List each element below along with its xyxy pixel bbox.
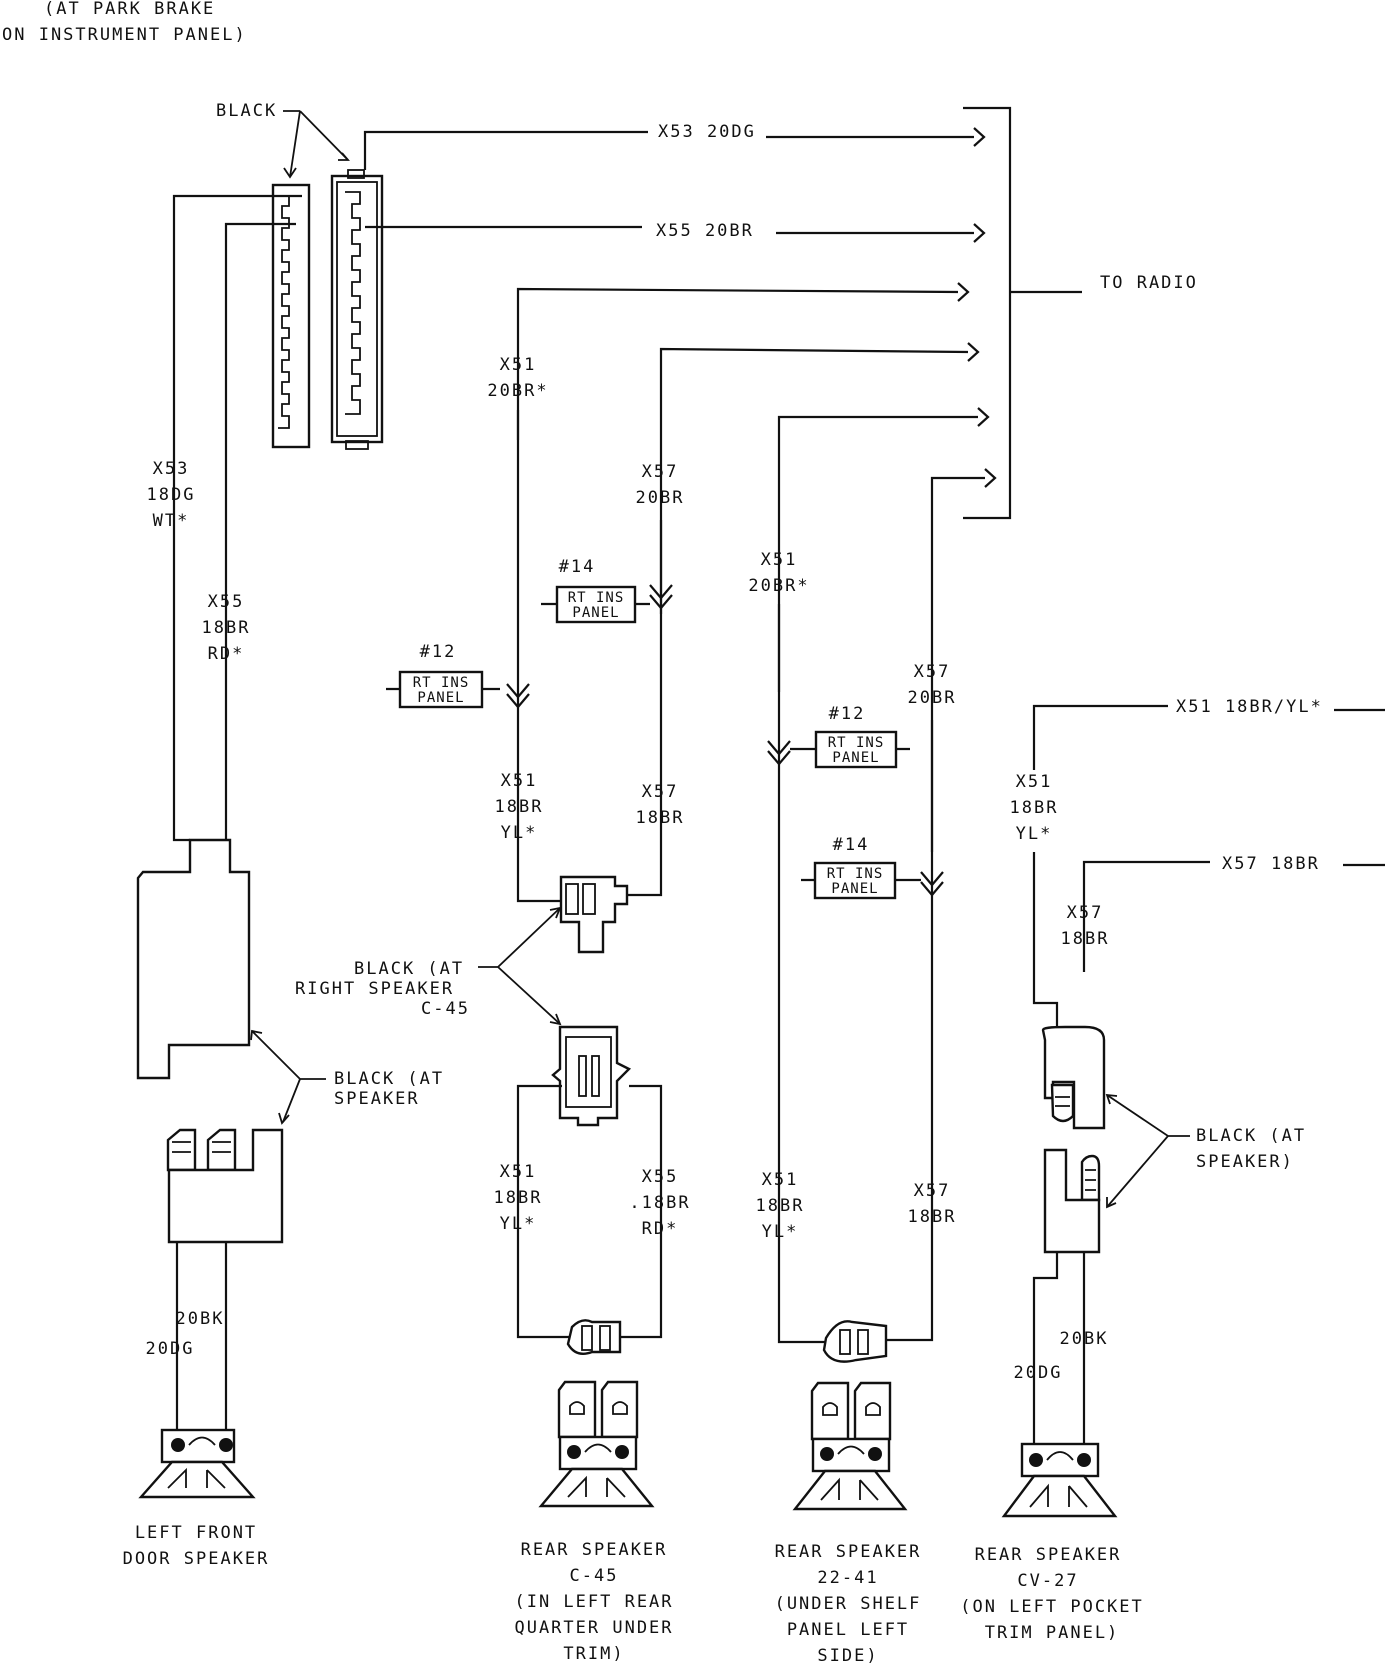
rr-x55-low-label-3: RD* bbox=[642, 1219, 679, 1239]
rr-splice12-text-1: RT INS bbox=[413, 675, 470, 691]
rr-x51-mid-label-2: 18BR bbox=[495, 797, 544, 817]
pk-caption-3: (ON LEFT POCKET bbox=[960, 1597, 1144, 1617]
sh-caption-2: 22-41 bbox=[817, 1568, 878, 1588]
lf-x55-label-2: 18BR bbox=[202, 618, 251, 638]
rr-connector-label-3: C-45 bbox=[421, 999, 470, 1019]
rr-caption-4: QUARTER UNDER bbox=[514, 1618, 673, 1638]
sh-splice14-text-1: RT INS bbox=[827, 866, 884, 882]
rr-x57-mid-label-2: 18BR bbox=[636, 808, 685, 828]
lf-connector-label-2: SPEAKER bbox=[334, 1089, 420, 1109]
lf-caption-2: DOOR SPEAKER bbox=[123, 1549, 270, 1569]
sh-splice14-id: #14 bbox=[833, 835, 870, 855]
lf-x53-label-3: WT* bbox=[153, 511, 190, 531]
pk-caption-1: REAR SPEAKER bbox=[975, 1545, 1122, 1565]
rr-splice14-text-1: RT INS bbox=[568, 590, 625, 606]
pk-x51-label-1: X51 bbox=[1016, 772, 1053, 792]
rear-speaker-cv27-circuit: X51 18BR/YL* X57 18BR X51 18BR YL* X57 1… bbox=[960, 697, 1385, 1643]
rear-speaker-c45-circuit: X51 20BR* X57 20BR #14 RT INS PANEL #12 … bbox=[295, 355, 690, 1664]
pk-caption-4: TRIM PANEL) bbox=[985, 1623, 1120, 1643]
sh-x51-low-label-2: 18BR bbox=[756, 1196, 805, 1216]
lf-x55-label-3: RD* bbox=[208, 644, 245, 664]
sh-splice12-id: #12 bbox=[829, 704, 866, 724]
sh-x51-low-label-1: X51 bbox=[762, 1170, 799, 1190]
rr-caption-5: TRIM) bbox=[563, 1644, 624, 1664]
header-note: (AT PARK BRAKE ON INSTRUMENT PANEL) bbox=[2, 0, 247, 45]
connector-black-label: BLACK bbox=[216, 101, 277, 121]
rr-caption-3: (IN LEFT REAR bbox=[514, 1592, 673, 1612]
rr-x51-top-label-2: 20BR* bbox=[487, 381, 548, 401]
pk-caption-2: CV-27 bbox=[1017, 1571, 1078, 1591]
rr-caption-1: REAR SPEAKER bbox=[521, 1540, 668, 1560]
rr-splice12-id: #12 bbox=[420, 642, 457, 662]
sh-x51-top-label-1: X51 bbox=[761, 550, 798, 570]
rr-x51-low-label-2: 18BR bbox=[494, 1188, 543, 1208]
to-radio-label: TO RADIO bbox=[1100, 273, 1198, 293]
rr-x51-mid-label-1: X51 bbox=[501, 771, 538, 791]
rr-x55-low-label-2: .18BR bbox=[629, 1193, 690, 1213]
rr-x55-low-label-1: X55 bbox=[642, 1167, 679, 1187]
wire-x53-20dg-label: X53 20DG bbox=[658, 122, 756, 142]
left-front-speaker-circuit: X53 18DG WT* X55 18BR RD* BLACK (AT SPEA… bbox=[123, 194, 444, 1569]
rr-x57-top-label-2: 20BR bbox=[636, 488, 685, 508]
sh-caption-1: REAR SPEAKER bbox=[775, 1542, 922, 1562]
rr-x51-mid-label-3: YL* bbox=[501, 823, 538, 843]
pk-connector-label-2: SPEAKER) bbox=[1196, 1152, 1294, 1172]
rr-x57-top-label-1: X57 bbox=[642, 462, 679, 482]
lf-x53-label-2: 18DG bbox=[147, 485, 196, 505]
pk-20bk-label: 20BK bbox=[1060, 1329, 1109, 1349]
sh-x57-low-label-1: X57 bbox=[914, 1181, 951, 1201]
sh-splice12-text-1: RT INS bbox=[828, 735, 885, 751]
lf-x53-label-1: X53 bbox=[153, 459, 190, 479]
sh-caption-5: SIDE) bbox=[817, 1646, 878, 1666]
lf-x55-label-1: X55 bbox=[208, 592, 245, 612]
pk-x57-label-2: 18BR bbox=[1061, 929, 1110, 949]
sh-x57-low-label-2: 18BR bbox=[908, 1207, 957, 1227]
radio-wires: X53 20DG X55 20BR TO RADIO bbox=[363, 106, 1198, 852]
pk-x51-label-3: YL* bbox=[1016, 824, 1053, 844]
rr-x57-mid-label-1: X57 bbox=[642, 782, 679, 802]
rr-splice14-text-2: PANEL bbox=[572, 605, 619, 621]
rr-caption-2: C-45 bbox=[570, 1566, 619, 1586]
pk-20dg-label: 20DG bbox=[1014, 1363, 1063, 1383]
instrument-panel-connectors: BLACK bbox=[216, 101, 384, 450]
sh-splice12-text-2: PANEL bbox=[832, 750, 879, 766]
sh-x57-top-label-1: X57 bbox=[914, 662, 951, 682]
lf-connector-label-1: BLACK (AT bbox=[334, 1069, 444, 1089]
rr-splice12-text-2: PANEL bbox=[417, 690, 464, 706]
pk-x51-run-label: X51 18BR/YL* bbox=[1176, 697, 1323, 717]
lf-caption-1: LEFT FRONT bbox=[135, 1523, 257, 1543]
rr-splice14-id: #14 bbox=[559, 557, 596, 577]
sh-x51-low-label-3: YL* bbox=[762, 1222, 799, 1242]
lf-20dg-label: 20DG bbox=[146, 1339, 195, 1359]
rr-connector-label-1: BLACK (AT bbox=[354, 959, 464, 979]
pk-connector-label-1: BLACK (AT bbox=[1196, 1126, 1306, 1146]
rr-connector-label-2: RIGHT SPEAKER bbox=[295, 979, 454, 999]
pk-x51-label-2: 18BR bbox=[1010, 798, 1059, 818]
rear-speaker-22-41-circuit: X51 20BR* #12 RT INS PANEL X57 20BR #14 … bbox=[748, 550, 957, 1666]
sh-splice14-text-2: PANEL bbox=[831, 881, 878, 897]
header-line-2: ON INSTRUMENT PANEL) bbox=[2, 25, 247, 45]
sh-caption-3: (UNDER SHELF bbox=[775, 1594, 922, 1614]
sh-x57-top-label-2: 20BR bbox=[908, 688, 957, 708]
lf-20bk-label: 20BK bbox=[176, 1309, 225, 1329]
rr-x51-top-label-1: X51 bbox=[500, 355, 537, 375]
header-line-1: (AT PARK BRAKE bbox=[44, 0, 215, 19]
pk-x57-run-label: X57 18BR bbox=[1222, 854, 1320, 874]
sh-x51-top-label-2: 20BR* bbox=[748, 576, 809, 596]
pk-x57-label-1: X57 bbox=[1067, 903, 1104, 923]
sh-caption-4: PANEL LEFT bbox=[787, 1620, 909, 1640]
rr-x51-low-label-1: X51 bbox=[500, 1162, 537, 1182]
wire-x55-20br-label: X55 20BR bbox=[656, 221, 754, 241]
rr-x51-low-label-3: YL* bbox=[500, 1214, 537, 1234]
